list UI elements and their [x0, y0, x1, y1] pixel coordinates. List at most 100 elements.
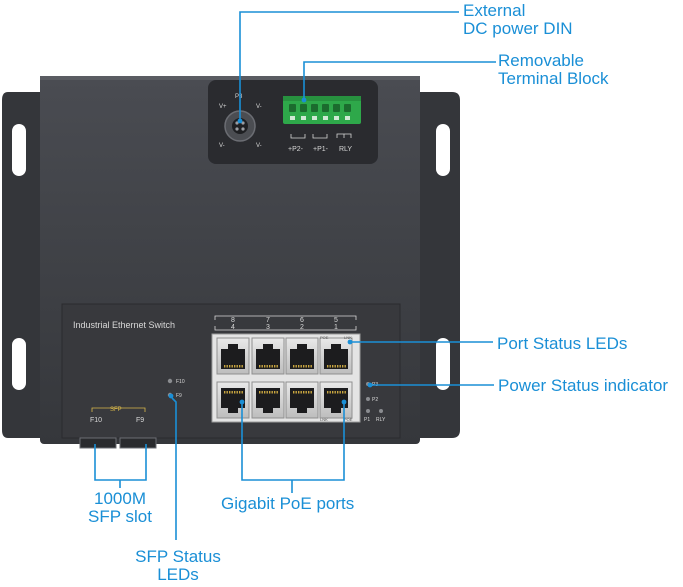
callout-line: DC power DIN — [463, 19, 573, 38]
rj45-contact-pin — [339, 365, 341, 368]
port-tiny-label: LNK — [344, 335, 352, 340]
port-tiny-label: POE — [344, 417, 353, 422]
terminal-screw — [311, 104, 318, 112]
rj45-contact-pin — [274, 365, 276, 368]
sfp-label: F10 — [90, 417, 102, 424]
power-status-led — [366, 397, 370, 401]
sfp-group-label: SFP — [110, 407, 122, 413]
rj45-contact-pin — [234, 365, 236, 368]
callout-line: SFP slot — [88, 507, 152, 526]
rj45-contact-pin — [303, 365, 305, 368]
rj45-contact-pin — [239, 365, 241, 368]
rj45-contact-pin — [261, 365, 263, 368]
mounting-slot-top-left — [12, 124, 26, 176]
rj45-contact-pin — [239, 391, 241, 394]
rj45-contact-pin — [305, 391, 307, 394]
rj45-contact-pin — [337, 365, 339, 368]
callout-dc-power: External DC power DIN — [463, 2, 573, 38]
terminal-pair-bracket — [290, 134, 306, 139]
mounting-slot-bottom-left — [12, 338, 26, 390]
dc-power-leader-dot — [237, 118, 243, 124]
rj45-contact-pin — [231, 365, 233, 368]
rj45-contact-pin — [269, 391, 271, 394]
rj45-contact-pin — [236, 391, 238, 394]
rj45-contact-pin — [332, 365, 334, 368]
rj45-contact-pin — [344, 365, 346, 368]
rj45-jack-opening — [221, 388, 245, 413]
rj45-contact-pin — [342, 365, 344, 368]
port-number: 1 — [334, 324, 338, 331]
terminal-holes — [290, 116, 350, 120]
rj45-contact-pin — [295, 391, 297, 394]
callout-sfp-status: SFP Status LEDs — [128, 548, 228, 584]
dc-power-din-pin — [241, 121, 245, 125]
sfp-status-leader — [171, 397, 177, 540]
sfp-slot-f9 — [119, 437, 157, 449]
rj45-jack — [216, 381, 250, 419]
rj45-contact-pin — [334, 391, 336, 394]
rj45-contact-pin — [264, 391, 266, 394]
rj45-contact-pin — [226, 365, 228, 368]
rj45-contact-pin — [300, 391, 302, 394]
power-connector-label: P3 — [235, 94, 243, 100]
callout-line: Gigabit PoE ports — [221, 494, 355, 513]
rj45-contact-pin — [293, 391, 295, 394]
port-number-bracket — [214, 315, 357, 320]
rj45-contact-pin — [305, 365, 307, 368]
terminal-block: +P2- +P1- RLY — [283, 96, 361, 153]
terminal-screw — [322, 104, 329, 112]
rj45-contact-pin — [259, 391, 261, 394]
port-tiny-labels: POE LNK LNK POE — [320, 335, 353, 422]
power-status-led — [366, 409, 370, 413]
callout-lines — [94, 11, 496, 540]
terminal-screw — [289, 104, 296, 112]
port-status-leader-dot — [347, 339, 353, 345]
port-number: 2 — [300, 324, 304, 331]
terminal-hole — [312, 116, 317, 120]
terminal-block-top-strip — [283, 96, 361, 101]
rj45-contact-pin — [261, 391, 263, 394]
panel-title: Industrial Ethernet Switch — [73, 320, 175, 330]
left-mounting-flange — [2, 92, 40, 438]
callout-line: SFP Status — [135, 547, 221, 566]
rj45-contact-pin — [236, 365, 238, 368]
rj45-contact-pin — [226, 391, 228, 394]
port-number: 6 — [300, 317, 304, 324]
rj45-contact-pin — [308, 391, 310, 394]
rj45-contact-pin — [241, 365, 243, 368]
terminal-screw — [344, 104, 351, 112]
terminal-label: RLY — [339, 146, 352, 153]
rj45-contact-pin — [308, 365, 310, 368]
gigabit-poe-dot — [239, 399, 245, 405]
terminal-hole — [301, 116, 306, 120]
rj45-contact-pin — [332, 391, 334, 394]
terminal-screw — [300, 104, 307, 112]
rj45-contact-pin — [241, 391, 243, 394]
rj45-jack-opening — [290, 344, 314, 369]
callout-line: Removable — [498, 51, 584, 70]
rj45-contact-pin — [298, 391, 300, 394]
callout-terminal-block: Removable Terminal Block — [498, 52, 609, 88]
terminal-block-leader-dot — [301, 97, 307, 103]
mounting-slot-bottom-right — [436, 338, 450, 390]
rj45-contact-pin — [342, 391, 344, 394]
port-number: 8 — [231, 317, 235, 324]
rj45-jack — [319, 337, 353, 375]
power-pin-label: V- — [256, 143, 262, 149]
rj45-contact-pin — [224, 365, 226, 368]
rj45-contact-pin — [334, 365, 336, 368]
port-number: 4 — [231, 324, 235, 331]
rj45-jack-opening — [324, 388, 348, 413]
callout-line: 1000M — [94, 489, 146, 508]
power-led-label: P1 — [364, 417, 370, 423]
sfp-slot-bracket — [94, 444, 147, 481]
sfp-led-label: F10 — [176, 379, 185, 385]
rj45-jacks — [216, 337, 353, 419]
rj45-contact-pin — [224, 391, 226, 394]
rj45-jack-opening — [290, 388, 314, 413]
callout-line: Port Status LEDs — [497, 334, 628, 353]
rj45-contact-pin — [298, 365, 300, 368]
gigabit-poe-dot — [341, 399, 347, 405]
rj45-contact-pin — [293, 365, 295, 368]
terminal-hole — [334, 116, 339, 120]
